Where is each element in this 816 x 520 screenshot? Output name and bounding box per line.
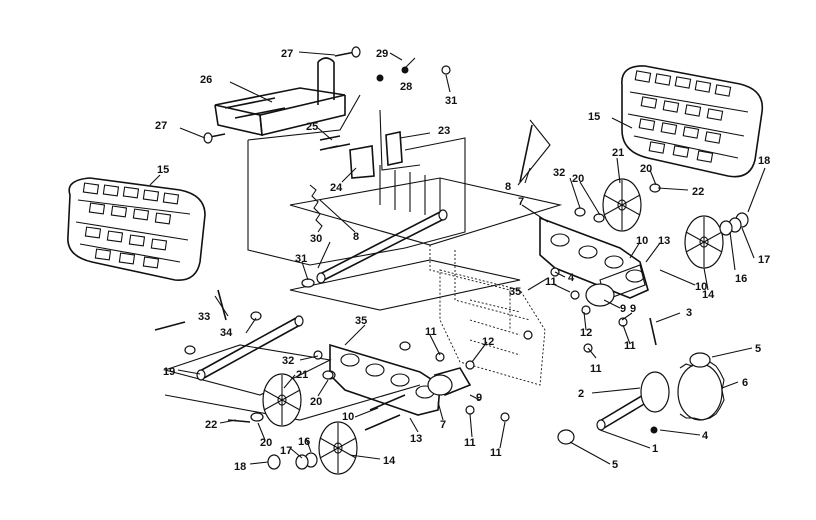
frame-lines [163,165,563,421]
callout-4b: 4 [702,430,709,442]
callout-21a: 21 [612,147,624,159]
callout-7b: 7 [440,419,446,431]
leader-lines [149,51,766,465]
callout-31a: 31 [445,95,457,107]
callout-18a: 18 [758,155,770,167]
callout-21b: 21 [296,369,308,381]
wheels [262,178,724,475]
track-right [621,65,764,178]
callout-11e: 11 [464,437,476,449]
wheel-right-upper [602,178,642,232]
callout-2: 2 [578,388,584,400]
callout-27b: 27 [155,120,167,132]
callout-14b: 14 [383,455,396,467]
callout-29: 29 [376,48,388,60]
center-frame [439,269,546,386]
callout-33: 33 [198,311,210,323]
callout-12b: 12 [482,336,494,348]
callout-32b: 32 [282,355,294,367]
callout-35b: 35 [355,315,367,327]
callout-31b: 31 [295,253,307,265]
callout-10b: 10 [695,281,707,293]
callout-18b: 18 [234,461,246,473]
callout-10a: 10 [636,235,648,247]
wheel-left-upper [262,373,302,427]
callout-17a: 17 [758,254,770,266]
callout-1: 1 [652,443,658,455]
callout-15a: 15 [157,164,169,176]
springs [309,119,551,233]
callout-7a: 7 [518,196,524,208]
callout-11a: 11 [545,276,557,288]
callout-13a: 13 [658,235,670,247]
callout-13b: 13 [410,433,422,445]
callout-15b: 15 [588,111,600,123]
callout-32a: 32 [553,167,565,179]
callout-labels: 27 29 28 31 26 27 25 23 24 8 15 30 31 8 … [155,48,770,473]
callout-6: 6 [742,377,748,389]
callout-8b: 8 [353,231,359,243]
callout-5b: 5 [612,459,618,471]
callout-16b: 16 [298,436,310,448]
callout-11f: 11 [490,447,502,459]
callout-24: 24 [330,182,343,194]
callout-17b: 17 [280,445,292,457]
callout-34: 34 [220,327,233,339]
wheel-left-lower [318,421,358,475]
wheel-right-lower [684,215,724,269]
callout-16a: 16 [735,273,747,285]
callout-12a: 12 [580,327,592,339]
callout-27a: 27 [281,48,293,60]
callout-22b: 22 [205,419,217,431]
callout-20b: 20 [640,163,652,175]
callout-9a: 9 [620,303,626,315]
callout-35a: 35 [509,286,521,298]
callout-30: 30 [310,233,322,245]
callout-25: 25 [306,121,318,133]
bracket-assembly [214,57,466,266]
callout-28: 28 [400,81,412,93]
callout-23: 23 [438,125,450,137]
callout-20d: 20 [260,437,272,449]
callout-22a: 22 [692,186,704,198]
callout-19: 19 [163,366,175,378]
callout-5a: 5 [755,343,761,355]
callout-11b: 11 [624,340,636,352]
callout-20a: 20 [572,173,584,185]
callout-11d: 11 [425,326,437,338]
callout-14a: 14 [702,289,715,301]
axles [196,209,667,431]
callout-10c: 10 [342,411,354,423]
callout-8a: 8 [505,181,511,193]
callout-20c: 20 [310,396,322,408]
callout-9b: 9 [630,303,636,315]
drive-sprocket [557,352,725,445]
callout-4a: 4 [568,272,575,284]
callout-26: 26 [200,74,212,86]
callout-9c: 9 [476,392,482,404]
track-left [67,177,206,281]
callout-3: 3 [686,307,692,319]
hardware [154,46,749,470]
callout-11c: 11 [590,363,602,375]
